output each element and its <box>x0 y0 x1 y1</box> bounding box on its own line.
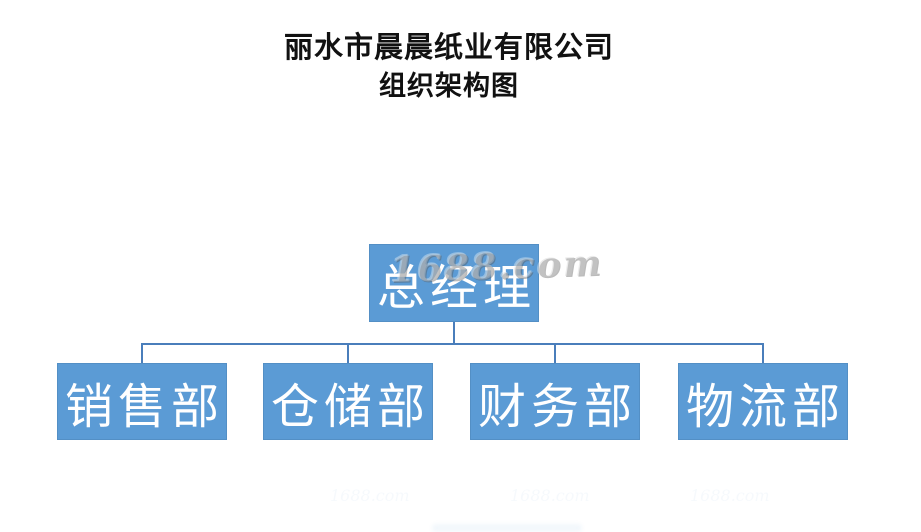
org-node-logistics-dept: 物流部 <box>678 363 848 440</box>
connector-drop-sales <box>141 344 143 363</box>
bottom-edge-artifact <box>432 524 582 532</box>
org-node-label: 物流部 <box>685 378 845 435</box>
connector-drop-finance <box>554 344 556 363</box>
chart-subtitle: 组织架构图 <box>379 71 519 101</box>
watermark-faint-tile: 1688.com <box>690 486 770 505</box>
connector-drop-logistics <box>762 344 764 363</box>
org-node-warehouse-dept: 仓储部 <box>263 363 433 440</box>
connector-root-stub <box>453 322 455 344</box>
org-node-general-manager: 总经理 <box>369 244 539 322</box>
org-node-finance-dept: 财务部 <box>470 363 640 440</box>
company-name-title: 丽水市晨晨纸业有限公司 <box>283 32 614 64</box>
org-node-label: 仓储部 <box>270 378 430 435</box>
org-node-label: 销售部 <box>64 378 224 435</box>
org-node-sales-dept: 销售部 <box>57 363 227 440</box>
page-title: 丽水市晨晨纸业有限公司 组织架构图 <box>0 30 898 104</box>
org-node-label: 总经理 <box>376 260 536 316</box>
watermark-faint-tile: 1688.com <box>510 486 590 505</box>
connector-horizontal-rail <box>141 343 764 345</box>
watermark-faint-tile: 1688.com <box>330 486 410 505</box>
connector-drop-warehouse <box>347 344 349 363</box>
org-node-label: 财务部 <box>477 378 637 435</box>
